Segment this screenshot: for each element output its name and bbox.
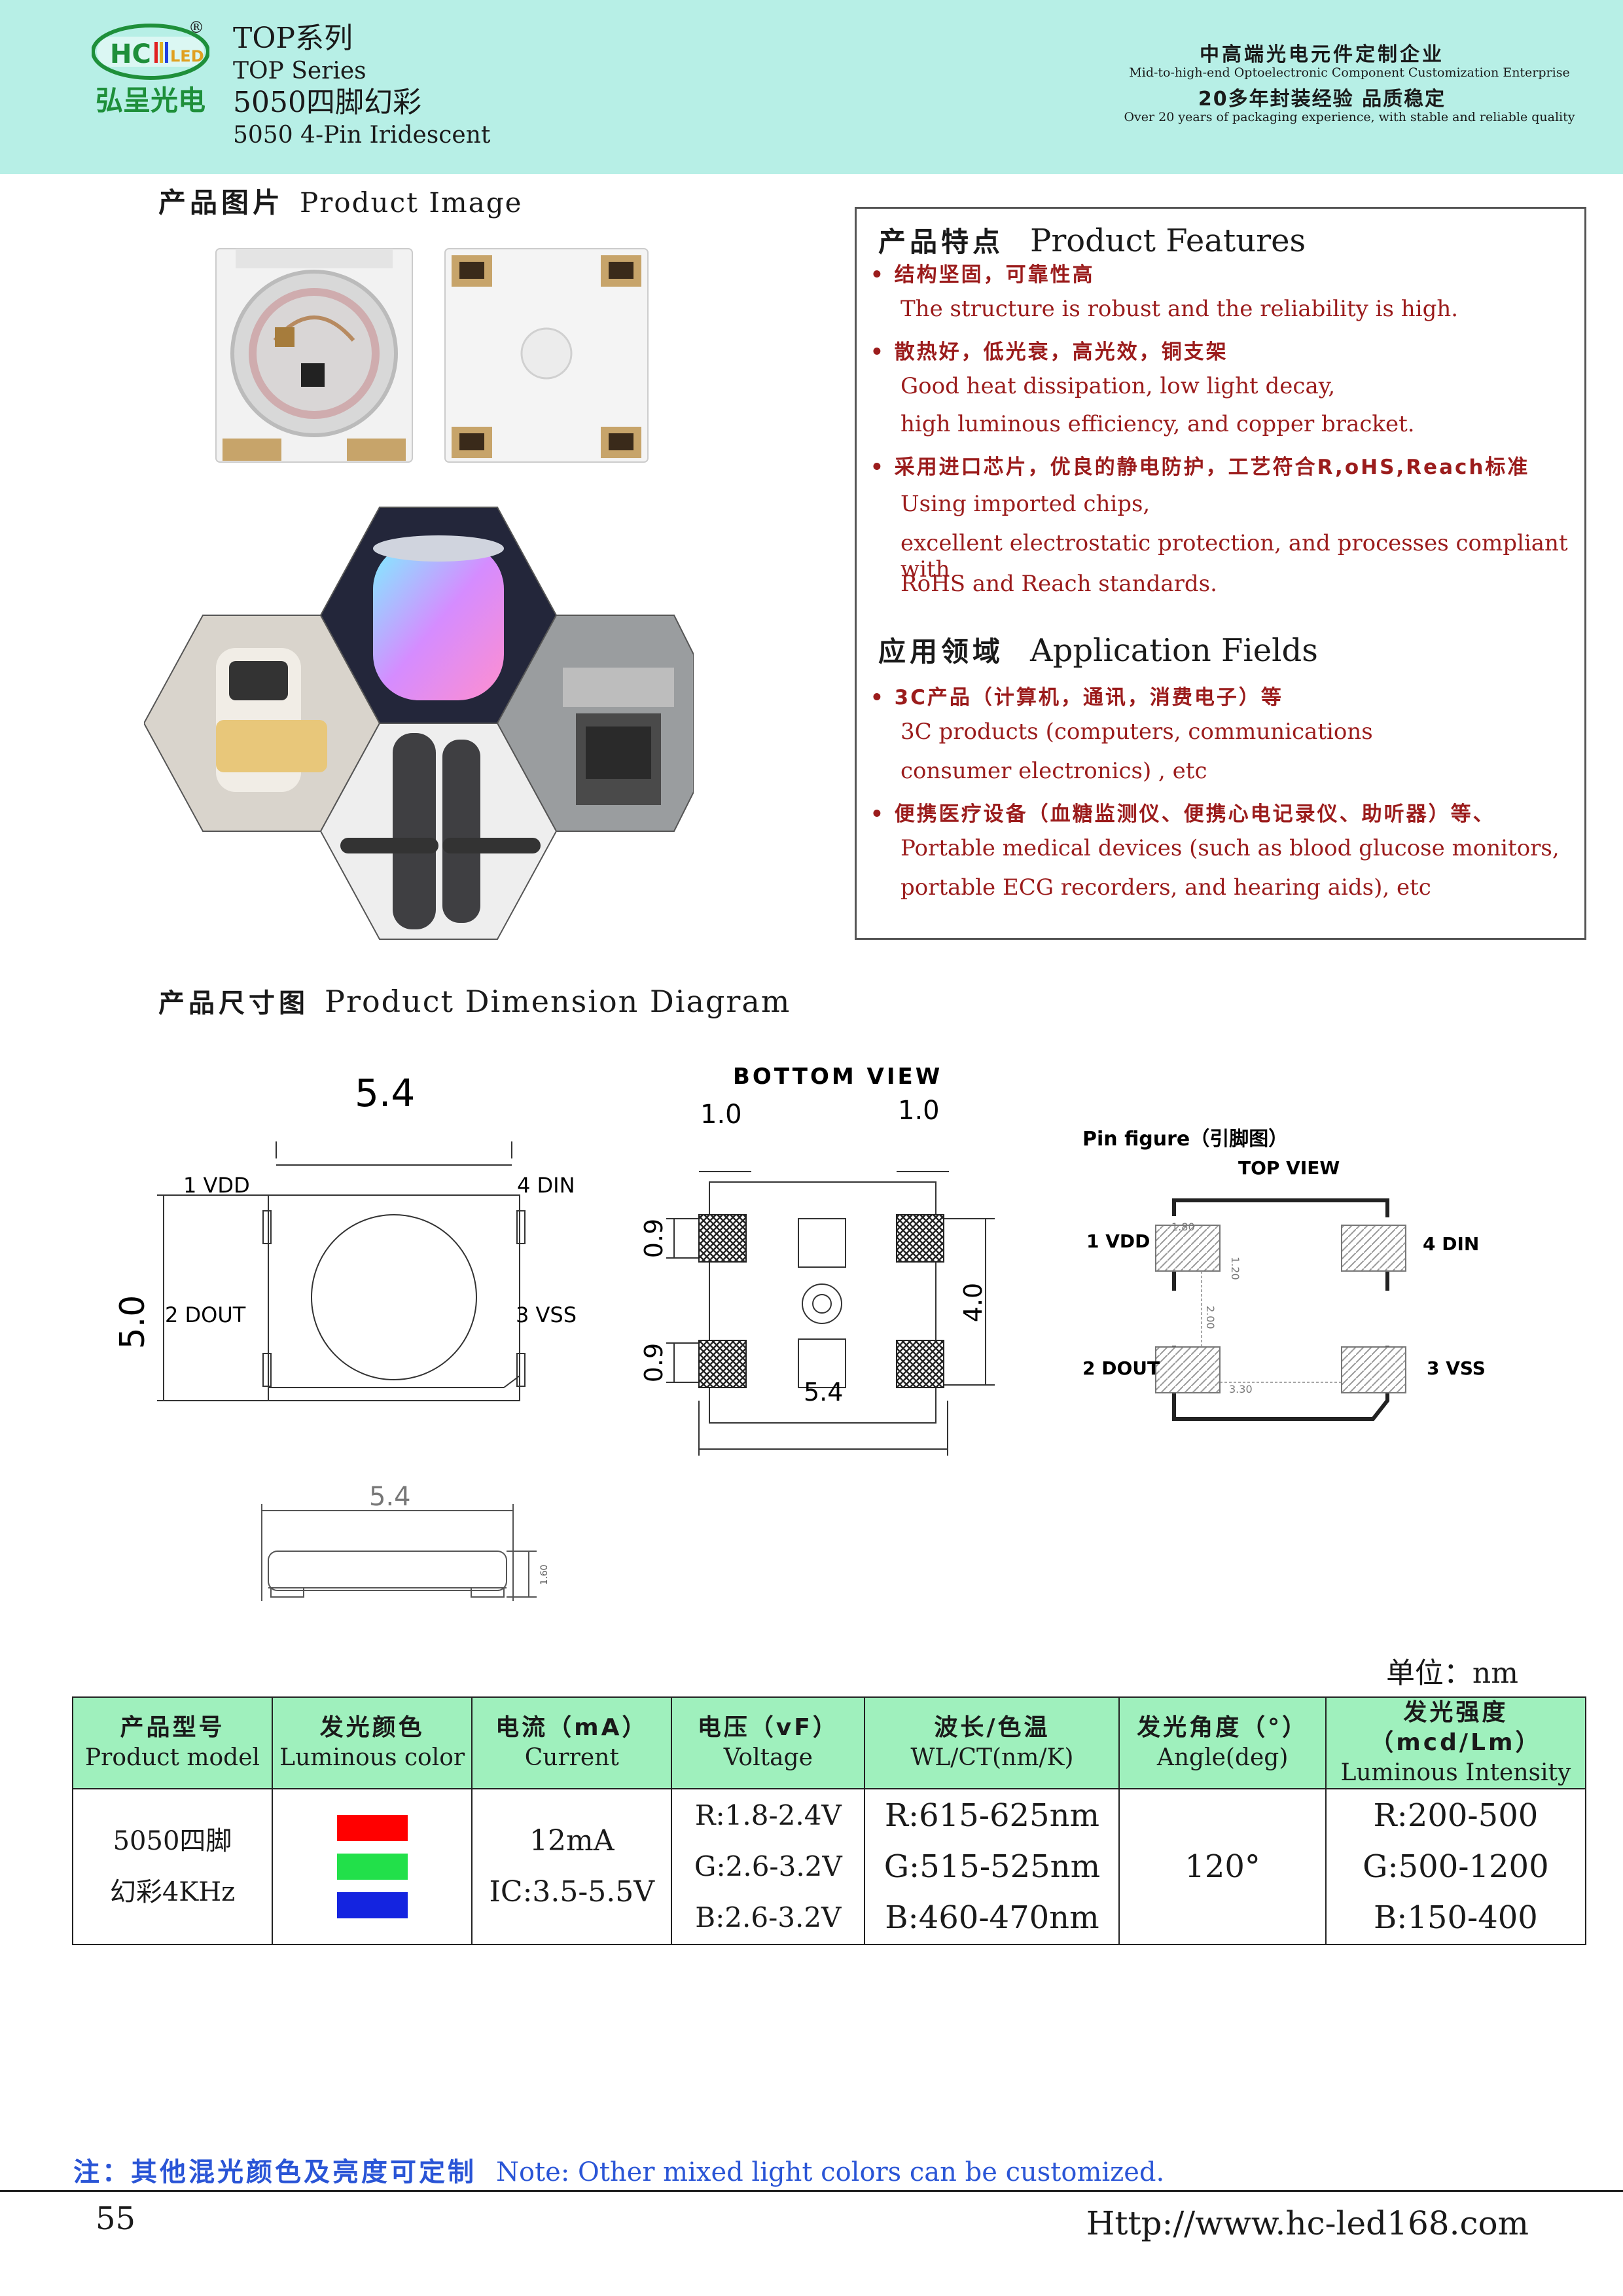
side-thickness-label: 1.60 xyxy=(539,1564,550,1585)
pin-dim-a: 1.80 xyxy=(1171,1221,1195,1233)
page-header xyxy=(0,0,1623,174)
page-number: 55 xyxy=(96,2200,136,2237)
cell-angle: 120° xyxy=(1118,1788,1327,1945)
top-width-label: 5.4 xyxy=(355,1071,415,1115)
application-1-en-line2: consumer electronics) , etc xyxy=(901,758,1207,784)
top-pin4-label: 4 DIN xyxy=(517,1173,575,1198)
top-pin2-label: 2 DOUT xyxy=(165,1302,246,1327)
feature-3-en-line1: Using imported chips, xyxy=(901,491,1150,517)
color-swatch-green xyxy=(336,1854,408,1880)
registered-mark: ® xyxy=(188,18,204,37)
application-1-en-line1: 3C products (computers, communications xyxy=(901,719,1373,745)
top-pin3-label: 3 VSS xyxy=(516,1302,577,1327)
th-current: 电流（mA）Current xyxy=(471,1696,673,1789)
color-swatch-red xyxy=(336,1815,408,1841)
bottom-height-label: 4.0 xyxy=(959,1283,988,1322)
footer-divider xyxy=(0,2190,1623,2192)
pin-dim-d: 3.30 xyxy=(1229,1383,1253,1395)
bottom-left-gap-label: 1.0 xyxy=(700,1100,742,1130)
led-product-photo xyxy=(215,248,649,463)
bottom-pad-top-label: 0.9 xyxy=(639,1219,668,1258)
application-photo-collage xyxy=(144,507,694,940)
bottom-pad-bottom-label: 0.9 xyxy=(639,1343,668,1382)
feature-3-cn: • 采用进口芯片，优良的静电防护，工艺符合R,oHS,Reach标准 xyxy=(870,456,1530,479)
bottom-right-gap-label: 1.0 xyxy=(898,1096,940,1126)
side-view-diagram: 5.4 1.60 xyxy=(261,1482,550,1601)
top-height-label: 5.0 xyxy=(113,1295,152,1350)
color-swatch-blue xyxy=(336,1892,408,1918)
features-panel xyxy=(855,207,1586,940)
brand-logo: HC LED xyxy=(91,22,210,114)
bottom-width-label: 5.4 xyxy=(804,1378,843,1407)
feature-2-en-line2: high luminous efficiency, and copper bra… xyxy=(901,411,1415,437)
logo-mark-icon: HC LED xyxy=(91,24,210,80)
unit-label: 单位：nm xyxy=(1385,1657,1518,1690)
pin-dim-b: 1.20 xyxy=(1229,1257,1241,1280)
application-2-en-line2: portable ECG recorders, and hearing aids… xyxy=(901,874,1431,901)
feature-1-en: The structure is robust and the reliabil… xyxy=(901,296,1459,322)
experience-en: Over 20 years of packaging experience, w… xyxy=(1124,110,1575,124)
feature-3-en-line2: excellent electrostatic protection, and … xyxy=(901,530,1568,583)
pin-figure-subtitle: TOP VIEW xyxy=(1238,1157,1340,1179)
th-intensity: 发光强度（mcd/Lm）Luminous Intensity xyxy=(1325,1696,1587,1789)
svg-text:HC: HC xyxy=(110,39,151,69)
bottom-view-title: BOTTOM VIEW xyxy=(733,1064,942,1090)
svg-text:LED: LED xyxy=(170,47,204,65)
pin-figure-diagram: Pin figure（引脚图） TOP VIEW 1.80 1.20 2.00 … xyxy=(1082,1128,1486,1421)
website-link[interactable]: Http://www.hc-led168.com xyxy=(1086,2204,1529,2242)
pin-fig-pin2: 2 DOUT xyxy=(1082,1357,1160,1379)
logo-chinese-name: 弘呈光电 xyxy=(96,84,206,117)
series-title-cn: TOP系列 xyxy=(233,22,353,55)
feature-2-cn: • 散热好，低光衰，高光效，铜支架 xyxy=(870,340,1228,364)
company-slogan-en: Mid-to-high-end Optoelectronic Component… xyxy=(1129,65,1570,80)
side-width-label: 5.4 xyxy=(369,1482,411,1512)
product-title-en: 5050 4-Pin Iridescent xyxy=(233,122,491,149)
th-angle: 发光角度（°）Angle(deg) xyxy=(1118,1696,1327,1789)
bottom-view-diagram: BOTTOM VIEW 1.0 1.0 0.9 0.9 4.0 5.4 xyxy=(639,1064,995,1456)
cell-color xyxy=(272,1788,473,1945)
pin-figure-title: Pin figure（引脚图） xyxy=(1082,1128,1288,1151)
feature-2-en-line1: Good heat dissipation, low light decay, xyxy=(901,373,1336,399)
feature-3-en-line3: RoHS and Reach standards. xyxy=(901,571,1217,597)
th-voltage: 电压（vF）Voltage xyxy=(671,1696,866,1789)
pin-dim-c: 2.00 xyxy=(1204,1306,1217,1329)
pin-fig-pin4: 4 DIN xyxy=(1423,1233,1479,1255)
cell-model: 5050四脚幻彩4KHz xyxy=(71,1788,274,1945)
application-1-cn: • 3C产品（计算机，通讯，消费电子）等 xyxy=(870,686,1283,709)
product-title-cn: 5050四脚幻彩 xyxy=(233,86,421,119)
series-title-en: TOP Series xyxy=(233,58,366,84)
top-pin1-label: 1 VDD xyxy=(183,1173,250,1198)
pin-fig-pin3: 3 VSS xyxy=(1427,1357,1486,1379)
application-2-en-line1: Portable medical devices (such as blood … xyxy=(901,835,1560,861)
pin-fig-pin1: 1 VDD xyxy=(1086,1230,1150,1252)
top-view-diagram: 5.4 5.0 1 VDD 4 DIN 2 DOUT 3 VSS xyxy=(113,1071,577,1401)
company-slogan-cn: 中高端光电元件定制企业 xyxy=(1200,43,1444,66)
feature-1-cn: • 结构坚固，可靠性高 xyxy=(870,263,1095,287)
application-2-cn: • 便携医疗设备（血糖监测仪、便携心电记录仪、助听器）等、 xyxy=(870,802,1495,826)
experience-cn: 20多年封装经验 品质稳定 xyxy=(1198,88,1446,111)
